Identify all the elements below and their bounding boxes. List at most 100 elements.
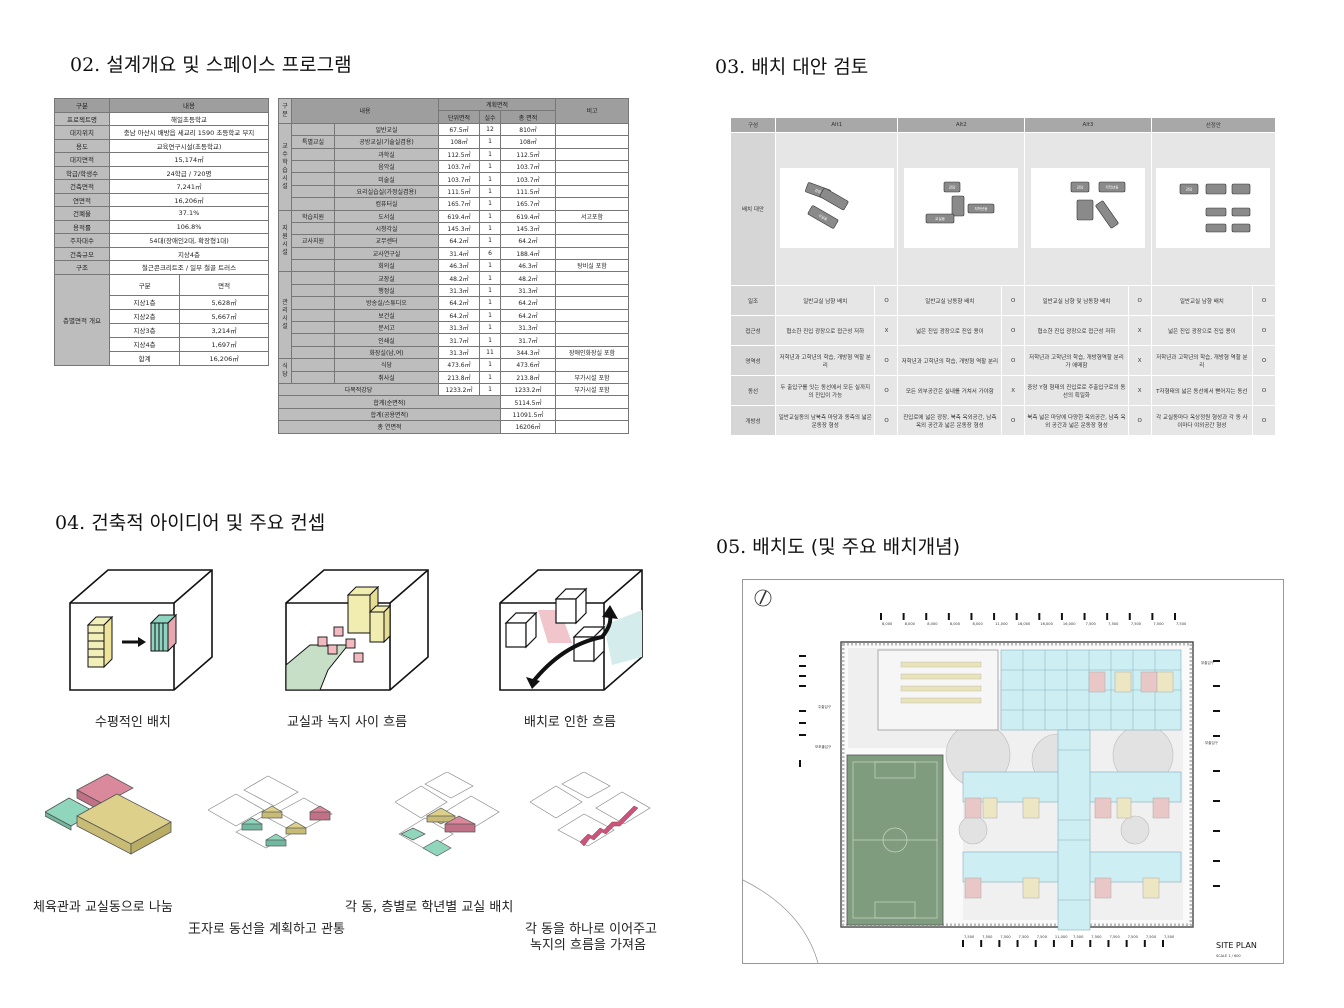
program-room-count: 1 (479, 172, 501, 186)
program-room-name: 취사실 (334, 370, 439, 385)
dimension-tick (1162, 940, 1164, 947)
program-room-name: 식당 (334, 358, 439, 372)
dimension-tick (1083, 613, 1086, 620)
overview-label: 구조 (54, 260, 110, 275)
alt-criterion-label: 접근성 (730, 315, 776, 346)
program-sub-label (291, 197, 335, 211)
program-total-area: 188.4㎡ (500, 246, 556, 261)
program-room-count: 1 (479, 358, 501, 372)
concept-caption-2: 교실과 녹지 사이 흐름 (287, 715, 408, 730)
program-note (555, 221, 629, 236)
program-note: 장애인화장실 포함 (555, 345, 629, 360)
program-sub-label (291, 221, 335, 236)
concept-caption-1: 수평적인 배치 (95, 715, 171, 730)
dimension-tick (1071, 940, 1074, 947)
alt-block-label: 강당 (1077, 185, 1084, 190)
program-sub-label (291, 184, 335, 199)
program-room-count: 6 (479, 246, 501, 261)
alt-criterion-mark: X (874, 315, 899, 346)
program-note (555, 234, 629, 248)
alt-criterion-text: 각 교실동마다 옥상정원 형성과 각 동 사이마다 야외공간 형성 (1150, 405, 1254, 436)
program-sub-label: 특별교실 (291, 135, 335, 149)
program-total-area: 64.2㎡ (500, 296, 556, 310)
dimension-label: 8,000 (927, 622, 938, 626)
dimension-label: 7,500 (1037, 935, 1048, 939)
massing-grade-layout-diagram (395, 772, 500, 857)
program-unit-area: 31.3㎡ (438, 283, 480, 298)
alt-criterion-text: 모든 외부공간은 실내를 거쳐서 가야함 (897, 375, 1003, 406)
program-head-cell: 실수 (479, 110, 501, 124)
program-note (555, 420, 629, 434)
dimension-tick (993, 613, 996, 620)
alt-head-cell: Alt3 (1024, 117, 1152, 133)
floor-area: 3,214㎡ (179, 322, 269, 338)
program-head-cell: 내용 (291, 98, 439, 124)
alt-criterion-label: 일조 (730, 285, 776, 316)
program-note: 부가시설 포함 (555, 370, 629, 385)
alt-head-cell: 선정안 (1150, 117, 1277, 133)
program-note (555, 172, 629, 186)
floor-name: 지상4층 (108, 336, 181, 352)
section-title-02: 02. 설계개요 및 스페이스 프로그램 (70, 54, 352, 76)
concept-bottom-5: 녹지의 흐름을 가져옴 (530, 938, 646, 953)
massing-circulation-diagram (208, 775, 333, 849)
alt-block (819, 187, 849, 211)
overview-value: 지상4층 (109, 246, 269, 261)
program-unit-area: 31.3㎡ (438, 345, 480, 360)
alt-criterion-mark: O (1001, 405, 1026, 436)
program-room-count: 1 (479, 370, 501, 385)
program-room-count: 12 (479, 122, 501, 137)
program-unit-area: 67.5㎡ (438, 122, 480, 137)
floor-name: 지상3층 (108, 322, 181, 338)
program-note (555, 308, 629, 323)
overview-label: 용도 (54, 138, 110, 153)
alt-criterion-mark: O (1252, 375, 1276, 406)
label-main-entrance: 주출입구 (818, 704, 832, 709)
program-note (555, 159, 629, 174)
program-total-row: 합계(순면적)5114.5㎡ (278, 395, 629, 409)
overview-value: 16,206㎡ (109, 192, 269, 207)
program-total-label: 총 연면적 (278, 420, 501, 434)
alt-criterion-text: 협소한 진입 광장으로 접근성 저하 (1024, 315, 1129, 346)
program-room-name: 보건실 (334, 308, 439, 323)
alt-criterion-mark: O (874, 405, 899, 436)
dimension-label: 7,500 (1019, 935, 1030, 939)
alt-block-label: 교실동 (935, 216, 946, 221)
program-room-count: 1 (479, 209, 501, 223)
dimension-tick (880, 613, 882, 620)
alt-head-cell: Alt1 (774, 117, 899, 133)
program-head-cell: 계획면적 (438, 97, 556, 112)
label-side-entrance-1: 부출입구 (1201, 660, 1215, 665)
dimension-tick (1052, 940, 1055, 947)
alt-criterion-mark: X (1127, 315, 1152, 346)
program-note (555, 135, 629, 149)
dimension-tick (1015, 613, 1018, 620)
alt-block-label: 강당 (814, 188, 823, 195)
dimension-label: 7,500 (1176, 622, 1187, 626)
program-room-count: 1 (479, 159, 501, 174)
alt-block-label: 저학년동 (1105, 185, 1119, 190)
concept-layout-flow-diagram (499, 569, 643, 691)
program-unit-area: 103.7㎡ (438, 159, 480, 174)
program-sub-label (291, 159, 335, 174)
